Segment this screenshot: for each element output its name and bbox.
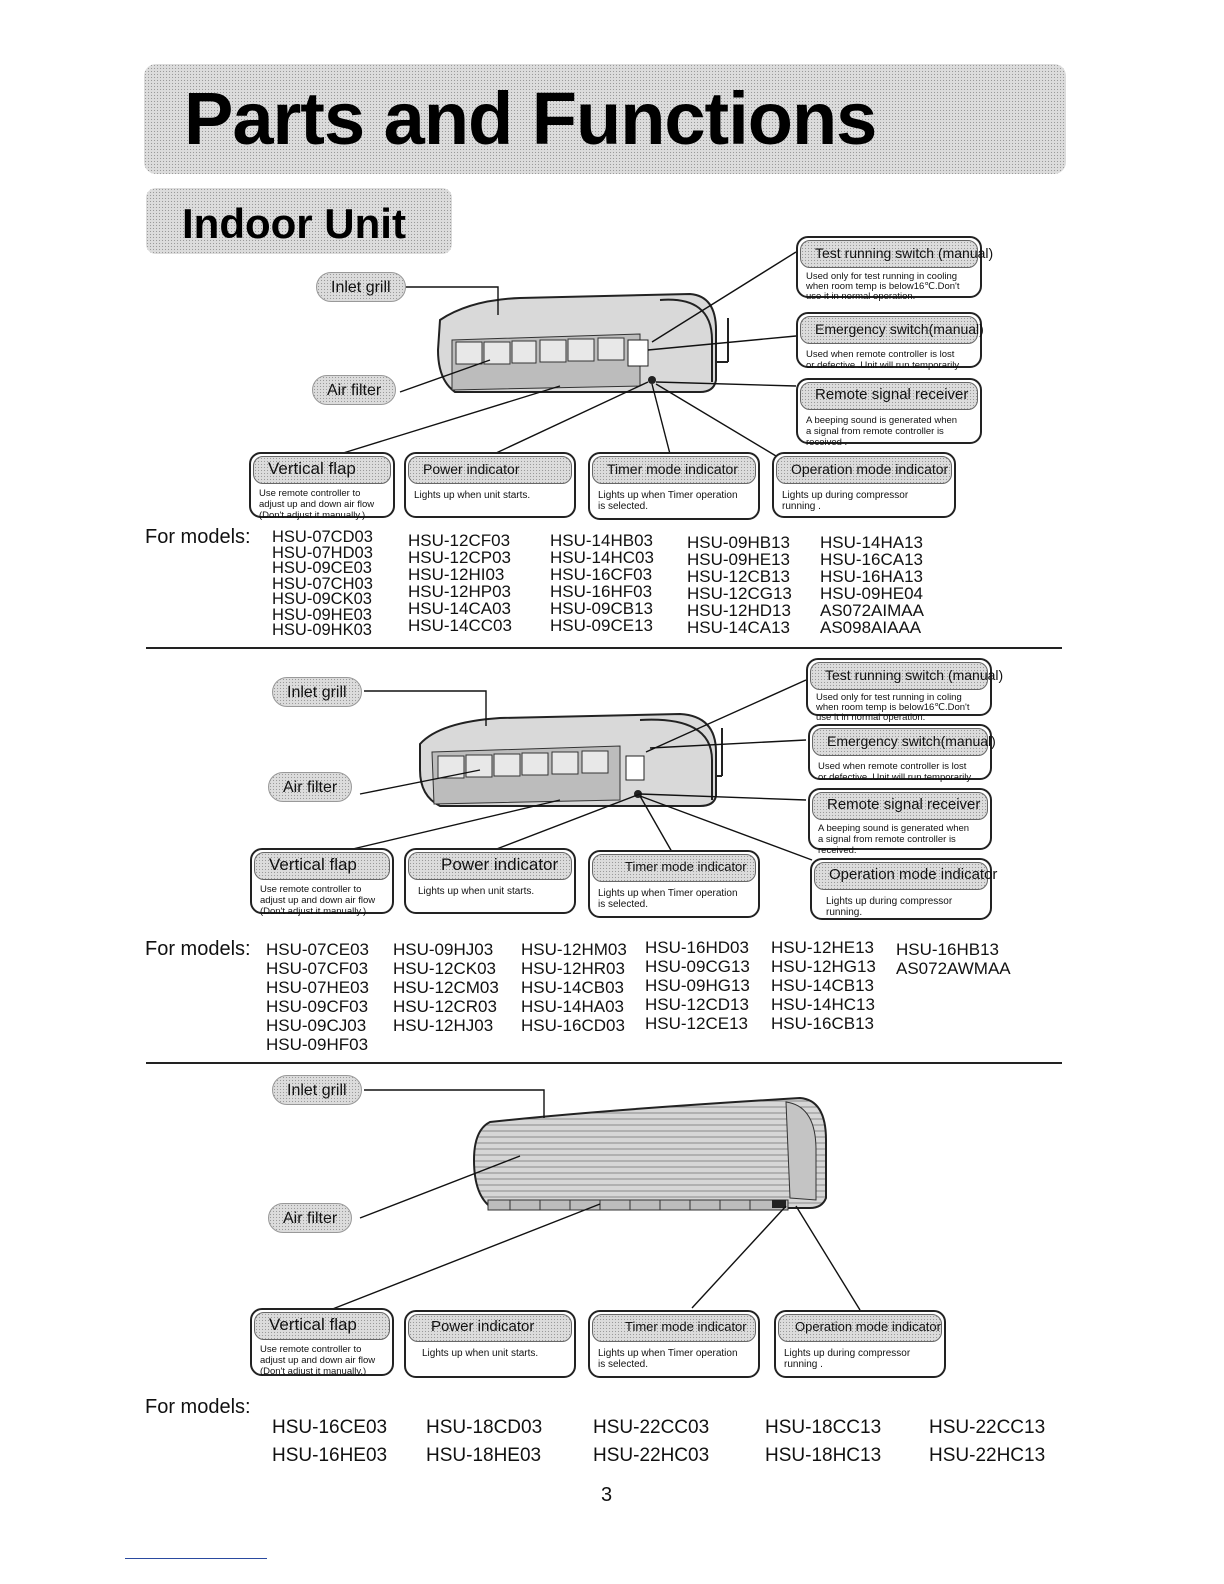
models-1-col-5: HSU-14HA13 HSU-16CA13 HSU-16HA13 HSU-09H…: [820, 533, 924, 637]
operation-mode-indicator-heading-3: Operation mode indicator: [778, 1314, 942, 1342]
indoor-unit-illustration-2: [339, 679, 813, 861]
air-filter-label-3: Air filter: [268, 1203, 353, 1233]
vertical-flap-desc-3: Use remote controller to adjust up and d…: [260, 1344, 376, 1377]
air-filter-label: Air filter: [312, 375, 397, 405]
emergency-switch-desc: Used when remote controller is lost or d…: [806, 349, 960, 371]
remote-signal-receiver-desc: A beeping sound is generated when a sign…: [806, 415, 958, 448]
remote-signal-receiver-desc-2: A beeping sound is generated when a sign…: [818, 823, 970, 856]
section-divider-2: [146, 1062, 1062, 1064]
section-banner: Indoor Unit: [146, 188, 452, 254]
timer-mode-indicator-desc-3: Lights up when Timer operation is select…: [598, 1348, 738, 1370]
models-2-col-5: HSU-12HE13 HSU-12HG13 HSU-14CB13 HSU-14H…: [771, 938, 876, 1033]
models-1-col-1: HSU-07CD03 HSU-07HD03 HSU-09CE03 HSU-07C…: [272, 528, 373, 639]
indoor-unit-illustration-1: [339, 251, 797, 457]
power-indicator-callout-2: Power indicator Lights up when unit star…: [404, 848, 576, 914]
operation-mode-indicator-callout: Operation mode indicator Lights up durin…: [772, 452, 956, 518]
power-indicator-heading-2: Power indicator: [408, 852, 572, 880]
power-indicator-heading-3: Power indicator: [408, 1314, 572, 1342]
remote-signal-receiver-heading: Remote signal receiver: [800, 382, 978, 410]
timer-mode-indicator-heading-3: Timer mode indicator: [592, 1314, 756, 1342]
operation-mode-indicator-heading-2: Operation mode indicator: [814, 862, 997, 890]
operation-mode-indicator-heading: Operation mode indicator: [776, 456, 952, 484]
vertical-flap-heading-2: Vertical flap: [254, 852, 390, 880]
models-1-col-3: HSU-14HB03 HSU-14HC03 HSU-16CF03 HSU-16H…: [550, 531, 654, 635]
section-title: Indoor Unit: [182, 200, 406, 247]
power-indicator-desc: Lights up when unit starts.: [414, 490, 531, 501]
timer-mode-indicator-callout: Timer mode indicator Lights up when Time…: [588, 452, 760, 520]
vertical-flap-heading: Vertical flap: [253, 456, 391, 484]
test-running-switch-heading: Test running switch (manual): [800, 240, 993, 268]
models-2-col-1: HSU-07CE03 HSU-07CF03 HSU-07HE03 HSU-09C…: [266, 940, 369, 1054]
vertical-flap-callout-2: Vertical flap Use remote controller to a…: [250, 848, 394, 917]
operation-mode-indicator-callout-2: Operation mode indicator Lights up durin…: [810, 858, 997, 920]
air-filter-label-2: Air filter: [268, 772, 353, 802]
operation-mode-indicator-desc: Lights up during compressor running .: [782, 490, 909, 512]
models-1-col-2: HSU-12CF03 HSU-12CP03 HSU-12HI03 HSU-12H…: [408, 531, 512, 635]
models-2-col-4: HSU-16HD03 HSU-09CG13 HSU-09HG13 HSU-12C…: [645, 938, 750, 1033]
timer-mode-indicator-heading-2: Timer mode indicator: [592, 854, 756, 882]
power-indicator-callout-3: Power indicator Lights up when unit star…: [404, 1310, 576, 1378]
models-3-col-3: HSU-22CC03 HSU-22HC03: [593, 1417, 710, 1466]
test-running-switch-desc-2: Used only for test running in coling whe…: [816, 692, 970, 723]
inlet-grill-label-3: Inlet grill: [272, 1075, 362, 1105]
test-running-switch-desc: Used only for test running in cooling wh…: [806, 271, 960, 302]
models-3-col-5: HSU-22CC13 HSU-22HC13: [929, 1417, 1046, 1466]
timer-mode-indicator-desc-2: Lights up when Timer operation is select…: [598, 888, 738, 910]
test-running-switch-callout: Test running switch (manual) Used only f…: [796, 236, 993, 302]
emergency-switch-heading-2: Emergency switch(manual): [812, 728, 996, 756]
page-title: Parts and Functions: [184, 77, 877, 160]
test-running-switch-heading-2: Test running switch (manual): [810, 662, 1003, 690]
remote-signal-receiver-heading-2: Remote signal receiver: [812, 792, 988, 820]
power-indicator-desc-3: Lights up when unit starts.: [422, 1348, 539, 1359]
models-2-col-2: HSU-09HJ03 HSU-12CK03 HSU-12CM03 HSU-12C…: [393, 940, 499, 1035]
indoor-unit-illustration-3: [329, 1089, 861, 1311]
remote-signal-receiver-callout: Remote signal receiver A beeping sound i…: [796, 378, 982, 448]
timer-mode-indicator-callout-2: Timer mode indicator Lights up when Time…: [588, 850, 760, 918]
for-models-label-2: For models:: [145, 938, 251, 960]
models-3-col-2: HSU-18CD03 HSU-18HE03: [426, 1417, 543, 1466]
models-2-col-6: HSU-16HB13 AS072AWMAA: [896, 940, 1011, 978]
timer-mode-indicator-heading: Timer mode indicator: [592, 456, 756, 484]
inlet-grill-label-2: Inlet grill: [272, 677, 362, 707]
vertical-flap-callout-3: Vertical flap Use remote controller to a…: [250, 1308, 394, 1377]
emergency-switch-desc-2: Used when remote controller is lost or d…: [818, 761, 972, 783]
operation-mode-indicator-desc-2: Lights up during compressor running.: [826, 896, 953, 918]
page-number: 3: [601, 1484, 613, 1506]
emergency-switch-callout-2: Emergency switch(manual) Used when remot…: [808, 724, 996, 783]
vertical-flap-desc: Use remote controller to adjust up and d…: [259, 488, 375, 521]
remote-signal-receiver-callout-2: Remote signal receiver A beeping sound i…: [808, 788, 992, 856]
models-1-col-4: HSU-09HB13 HSU-09HE13 HSU-12CB13 HSU-12C…: [687, 533, 792, 637]
test-running-switch-callout-2: Test running switch (manual) Used only f…: [806, 658, 1003, 723]
vertical-flap-callout: Vertical flap Use remote controller to a…: [249, 452, 395, 521]
operation-mode-indicator-desc-3: Lights up during compressor running .: [784, 1348, 911, 1370]
emergency-switch-callout: Emergency switch(manual) Used when remot…: [796, 312, 984, 371]
power-indicator-callout: Power indicator Lights up when unit star…: [404, 452, 576, 518]
title-banner: Parts and Functions: [144, 64, 1066, 174]
section-divider-1: [146, 647, 1062, 649]
emergency-switch-heading: Emergency switch(manual): [800, 316, 984, 344]
operation-mode-indicator-callout-3: Operation mode indicator Lights up durin…: [774, 1310, 946, 1378]
models-3-col-1: HSU-16CE03 HSU-16HE03: [272, 1417, 388, 1466]
models-2-col-3: HSU-12HM03 HSU-12HR03 HSU-14CB03 HSU-14H…: [521, 940, 627, 1035]
models-3-col-4: HSU-18CC13 HSU-18HC13: [765, 1417, 882, 1466]
for-models-label-1: For models:: [145, 526, 251, 548]
power-indicator-desc-2: Lights up when unit starts.: [418, 886, 535, 897]
vertical-flap-heading-3: Vertical flap: [254, 1312, 390, 1340]
timer-mode-indicator-callout-3: Timer mode indicator Lights up when Time…: [588, 1310, 760, 1378]
for-models-label-3: For models:: [145, 1396, 251, 1418]
inlet-grill-label: Inlet grill: [316, 272, 406, 302]
timer-mode-indicator-desc: Lights up when Timer operation is select…: [598, 490, 738, 512]
footnote-rule: [125, 1558, 267, 1559]
vertical-flap-desc-2: Use remote controller to adjust up and d…: [260, 884, 376, 917]
power-indicator-heading: Power indicator: [408, 456, 572, 484]
